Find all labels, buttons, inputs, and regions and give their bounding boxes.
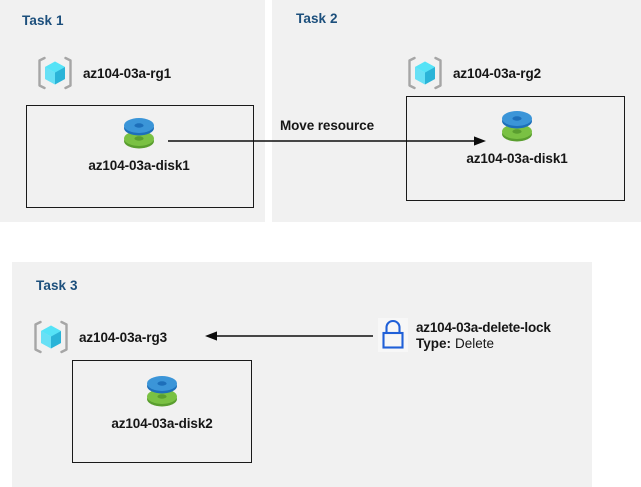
delete-lock-name: az104-03a-delete-lock [416, 320, 551, 335]
resource-group-cube-icon [32, 319, 70, 355]
resource-group-task1: az104-03a-rg1 [36, 55, 171, 91]
delete-lock-type-key: Type: [416, 336, 452, 352]
connector-move-resource [168, 136, 486, 146]
delete-lock-type-row: Type:Delete [416, 336, 551, 352]
resource-group-task2: az104-03a-rg2 [406, 55, 541, 91]
managed-disk-icon [142, 370, 182, 412]
resource-disk-task2: az104-03a-disk1 [432, 105, 602, 166]
resource-disk-label-task1: az104-03a-disk1 [88, 158, 190, 173]
resource-group-task3: az104-03a-rg3 [32, 319, 167, 355]
connector-lock-to-resource-group [205, 331, 373, 341]
task-heading-task1: Task 1 [22, 13, 64, 28]
connector-label-move-resource: Move resource [280, 118, 374, 133]
resource-group-label-task2: az104-03a-rg2 [453, 65, 542, 81]
task-heading-task3: Task 3 [36, 278, 78, 293]
resource-disk-label-task3: az104-03a-disk2 [111, 416, 213, 431]
padlock-icon [378, 318, 408, 352]
resource-disk-task3: az104-03a-disk2 [82, 370, 242, 431]
task-heading-task2: Task 2 [296, 11, 338, 26]
resource-disk-label-task2: az104-03a-disk1 [466, 151, 568, 166]
delete-lock-annotation: az104-03a-delete-lock Type:Delete [378, 318, 551, 353]
delete-lock-type-value: Delete [455, 336, 495, 352]
resource-group-cube-icon [406, 55, 444, 91]
managed-disk-icon [119, 112, 159, 154]
delete-lock-text: az104-03a-delete-lock Type:Delete [416, 318, 551, 353]
resource-group-label-task1: az104-03a-rg1 [83, 65, 172, 81]
managed-disk-icon [497, 105, 537, 147]
resource-group-cube-icon [36, 55, 74, 91]
resource-disk-task1: az104-03a-disk1 [74, 112, 204, 173]
resource-group-label-task3: az104-03a-rg3 [79, 329, 168, 345]
